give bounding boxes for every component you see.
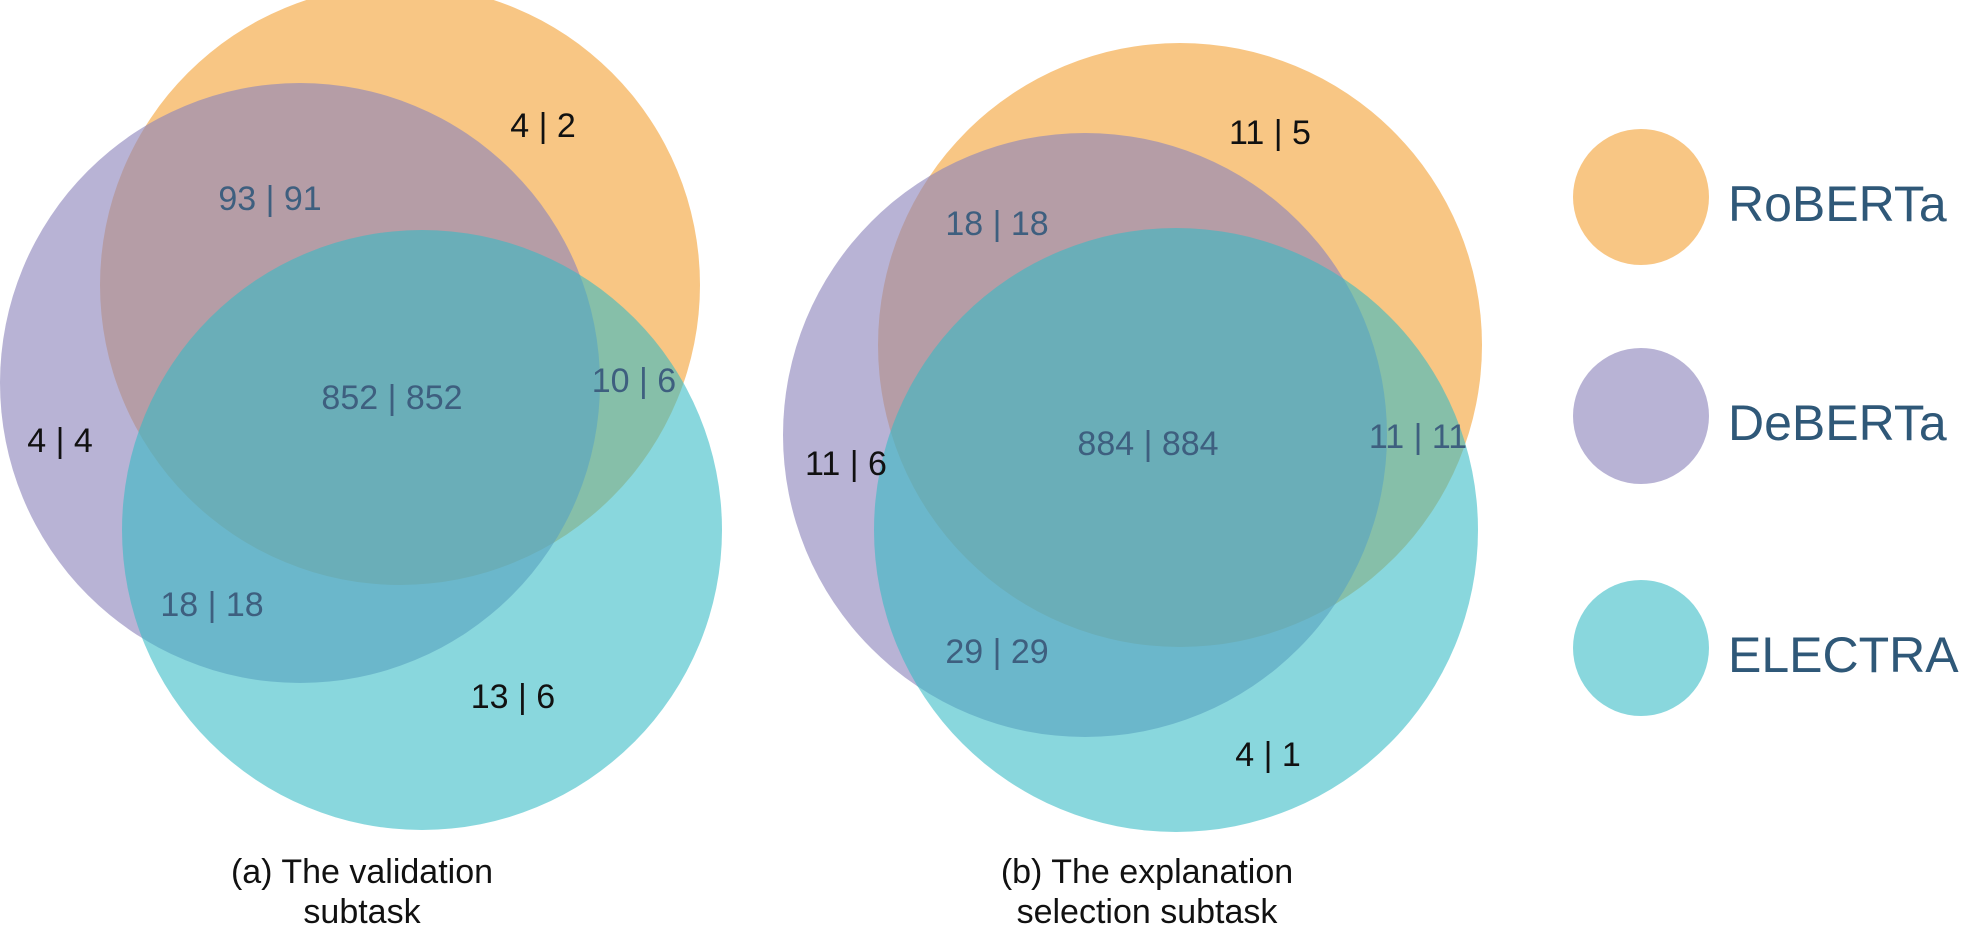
- venn-diagram-validation: 4 | 2 93 | 91 852 | 852 10 | 6 4 | 4 18 …: [0, 0, 722, 930]
- legend-label-electra: ELECTRA: [1728, 627, 1959, 683]
- caption-validation-line1: (a) The validation: [231, 853, 493, 891]
- region-label-electra-only: 4 | 1: [1235, 736, 1301, 774]
- region-label-roberta-deberta: 93 | 91: [218, 180, 321, 218]
- legend-swatch-roberta: [1573, 129, 1709, 265]
- region-label-all-three: 884 | 884: [1077, 425, 1218, 463]
- region-label-deberta-only: 11 | 6: [805, 445, 887, 483]
- electra-circle: [122, 230, 722, 830]
- region-label-roberta-only: 4 | 2: [510, 107, 576, 145]
- caption-explanation-line2: selection subtask: [1017, 893, 1279, 930]
- region-label-roberta-deberta: 18 | 18: [945, 205, 1048, 243]
- caption-validation-line2: subtask: [303, 893, 421, 930]
- region-label-deberta-only: 4 | 4: [27, 422, 93, 460]
- region-label-roberta-electra: 11 | 11: [1369, 418, 1467, 456]
- legend-item-deberta: DeBERTa: [1573, 348, 1947, 484]
- legend-swatch-electra: [1573, 580, 1709, 716]
- legend-label-roberta: RoBERTa: [1728, 176, 1947, 232]
- legend-label-deberta: DeBERTa: [1728, 395, 1947, 451]
- region-label-roberta-electra: 10 | 6: [592, 362, 676, 400]
- legend-item-electra: ELECTRA: [1573, 580, 1959, 716]
- venn-diagram-explanation-selection: 11 | 5 18 | 18 884 | 884 11 | 11 11 | 6 …: [783, 43, 1482, 930]
- electra-circle: [874, 228, 1478, 832]
- region-label-all-three: 852 | 852: [321, 379, 462, 417]
- region-label-roberta-only: 11 | 5: [1229, 114, 1311, 152]
- region-label-deberta-electra: 29 | 29: [945, 633, 1048, 671]
- region-label-electra-only: 13 | 6: [471, 678, 555, 716]
- caption-explanation-line1: (b) The explanation: [1001, 853, 1293, 891]
- legend-item-roberta: RoBERTa: [1573, 129, 1947, 265]
- legend: RoBERTa DeBERTa ELECTRA: [1573, 129, 1959, 716]
- legend-swatch-deberta: [1573, 348, 1709, 484]
- region-label-deberta-electra: 18 | 18: [160, 586, 263, 624]
